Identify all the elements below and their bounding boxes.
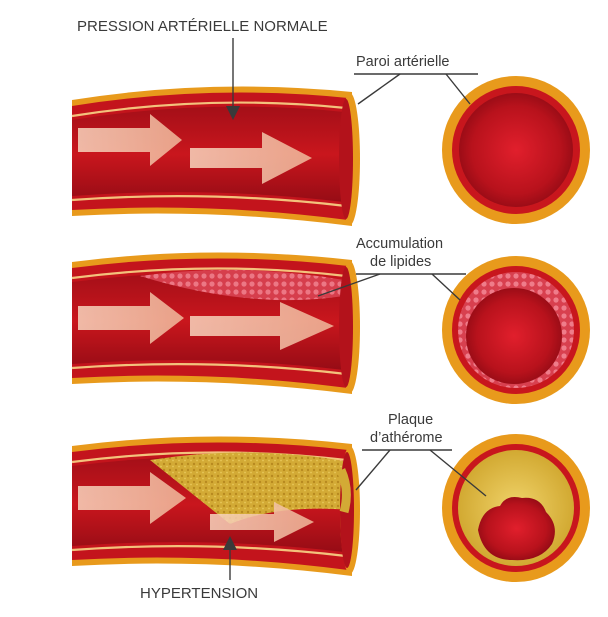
atheroma-plaque-label-2: d’athérome	[370, 430, 443, 446]
lipid-cross-section	[442, 256, 590, 404]
normal-cross-section	[442, 76, 590, 224]
lipid-accumulation-label-1: Accumulation	[356, 236, 443, 252]
normal-vessel	[72, 87, 360, 226]
normal-pressure-label: PRESSION ARTÉRIELLE NORMALE	[77, 18, 328, 35]
hypertension-label: HYPERTENSION	[140, 585, 258, 602]
lipid-accumulation-label-2: de lipides	[370, 254, 431, 270]
arterial-wall-label: Paroi artérielle	[356, 54, 450, 70]
lipid-vessel	[72, 252, 360, 394]
atheroma-plaque-label-1: Plaque	[388, 412, 433, 428]
plaque-cross-section	[442, 434, 590, 582]
plaque-vessel	[72, 436, 360, 576]
